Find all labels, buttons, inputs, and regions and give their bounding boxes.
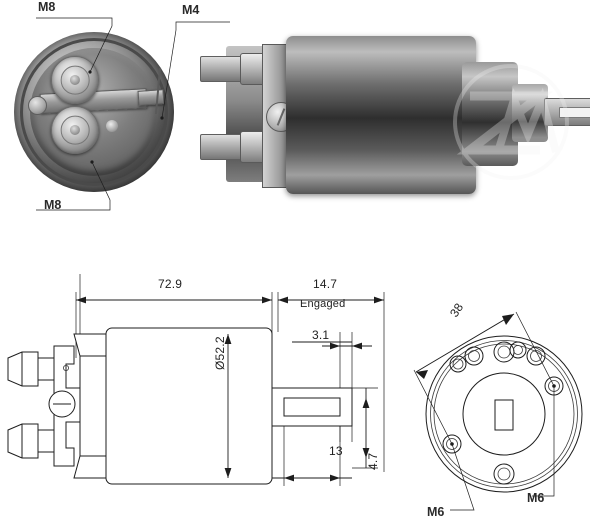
end-cap-outer-ring [425, 335, 583, 493]
terminal-nut [60, 115, 90, 145]
callout-m6-left: M6 [427, 505, 445, 519]
end-cap-m6-leaders [450, 384, 556, 511]
dimension-3-1 [292, 332, 372, 442]
plunger-housing [512, 84, 548, 142]
end-cap-center-boss [462, 372, 546, 456]
terminal-stud [69, 124, 81, 136]
solenoid-body [286, 36, 476, 194]
dim-label-diameter-52-2: Ø52.2 [213, 336, 227, 370]
dim-label-4-7: 4.7 [366, 452, 380, 470]
dimension-4-7 [352, 387, 378, 469]
front-photo-leader-lines [36, 17, 230, 211]
end-view-drawing [413, 311, 583, 511]
dimension-14-7 [277, 292, 385, 472]
dim-label-72-9: 72.9 [158, 277, 183, 291]
plunger-fork-blade [544, 98, 590, 126]
retaining-screw [28, 96, 47, 115]
dimension-38 [413, 311, 555, 445]
dim-label-engaged: Engaged [300, 298, 346, 310]
dimension-13 [272, 474, 352, 482]
solenoid-side-photo [200, 22, 590, 207]
terminal-m8-top [51, 56, 99, 104]
dim-label-3-1: 3.1 [312, 328, 330, 342]
dim-label-13: 13 [329, 444, 343, 458]
end-cap-terminal-holes [449, 341, 546, 485]
terminal-assembly-outline [7, 274, 107, 479]
callout-m8-bottom: M8 [44, 198, 62, 212]
terminal-stud [69, 74, 81, 86]
callout-m8-top: M8 [38, 0, 56, 14]
dim-label-14-7: 14.7 [313, 277, 338, 291]
callout-m6-right: M6 [527, 491, 545, 505]
terminal-m8-bottom [51, 106, 99, 154]
locating-pin [106, 120, 118, 132]
plunger-shaft-outline [271, 387, 353, 486]
callout-m4: M4 [182, 3, 200, 17]
side-elevation-drawing [7, 274, 385, 486]
solenoid-rear-cap [462, 62, 518, 166]
solenoid-body-outline [105, 327, 273, 485]
solenoid-front-photo [10, 28, 180, 198]
